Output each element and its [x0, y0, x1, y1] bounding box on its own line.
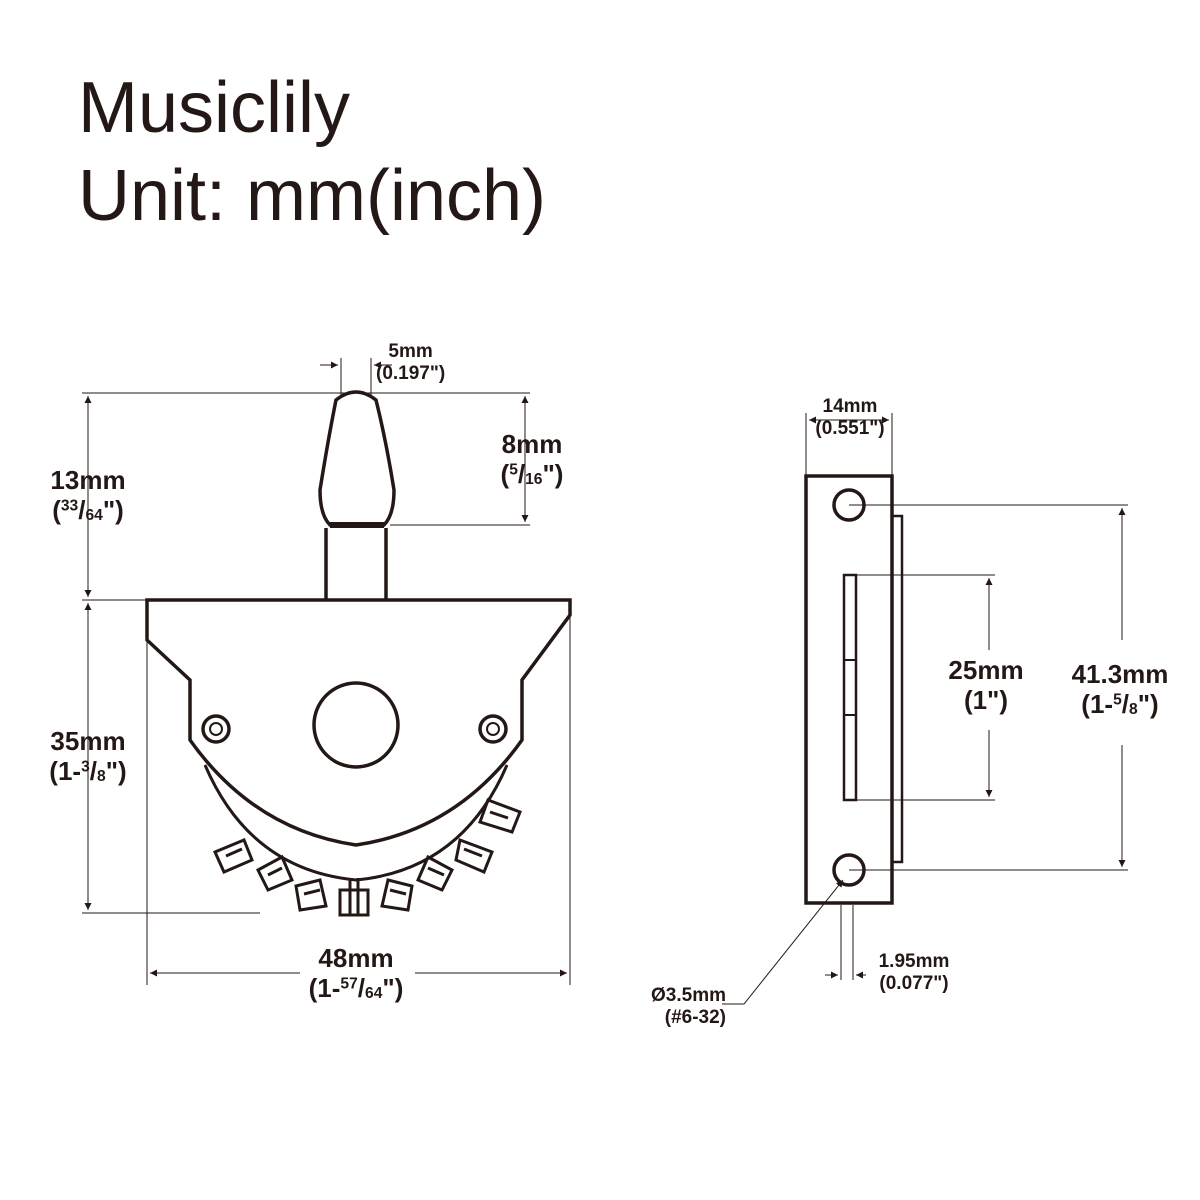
unit-subtitle: Unit: mm(inch): [78, 156, 547, 236]
switch-plate: [145, 598, 572, 847]
solder-lug: [478, 798, 522, 834]
right-mount-hole-inner: [486, 722, 500, 736]
brand-title: Musiclily: [78, 68, 351, 148]
center-hole: [312, 681, 400, 769]
side-dimension-lines: [722, 416, 1126, 1005]
plate-width-label: 48mm (1-57/64"): [308, 943, 404, 1003]
solder-lug: [454, 837, 494, 874]
hole-spacing-label: 41.3mm (1-5/8"): [1071, 659, 1169, 719]
dim-screw-hole-leader: [722, 879, 844, 1005]
slot-length-label: 25mm (1"): [948, 655, 1024, 715]
solder-lug: [338, 878, 370, 917]
side-extension-lines: [805, 413, 1128, 980]
tip-height-label: 8mm (5/16"): [500, 429, 564, 489]
solder-lugs: [212, 798, 522, 917]
lever-shaft: [324, 528, 388, 600]
lever-tip: [318, 390, 396, 527]
solder-lug: [256, 854, 294, 892]
plate-thickness-label: 1.95mm (0.077"): [878, 951, 950, 994]
side-width-label: 14mm (0.551"): [815, 396, 885, 439]
screw-hole-label: Ø3.5mm (#6-32): [651, 985, 726, 1028]
dimension-lines: [84, 361, 567, 977]
extension-lines: [82, 358, 571, 985]
right-mount-hole: [478, 714, 508, 744]
solder-lug: [380, 878, 414, 912]
side-plate: [804, 474, 894, 905]
lever-height-label: 13mm (33/64"): [50, 465, 126, 525]
contact-arc: [203, 764, 509, 882]
solder-lug: [294, 878, 328, 912]
plate-height-label: 35mm (1-3/8"): [49, 726, 127, 786]
tip-width-label: 5mm (0.197"): [376, 341, 446, 384]
left-mount-hole: [201, 714, 231, 744]
solder-lug: [416, 854, 454, 892]
side-body: [892, 514, 904, 864]
solder-lug: [212, 838, 254, 874]
switch-front-view: [145, 390, 572, 917]
switch-side-view: [804, 474, 904, 905]
side-slot: [842, 573, 858, 802]
left-mount-hole-inner: [209, 722, 223, 736]
